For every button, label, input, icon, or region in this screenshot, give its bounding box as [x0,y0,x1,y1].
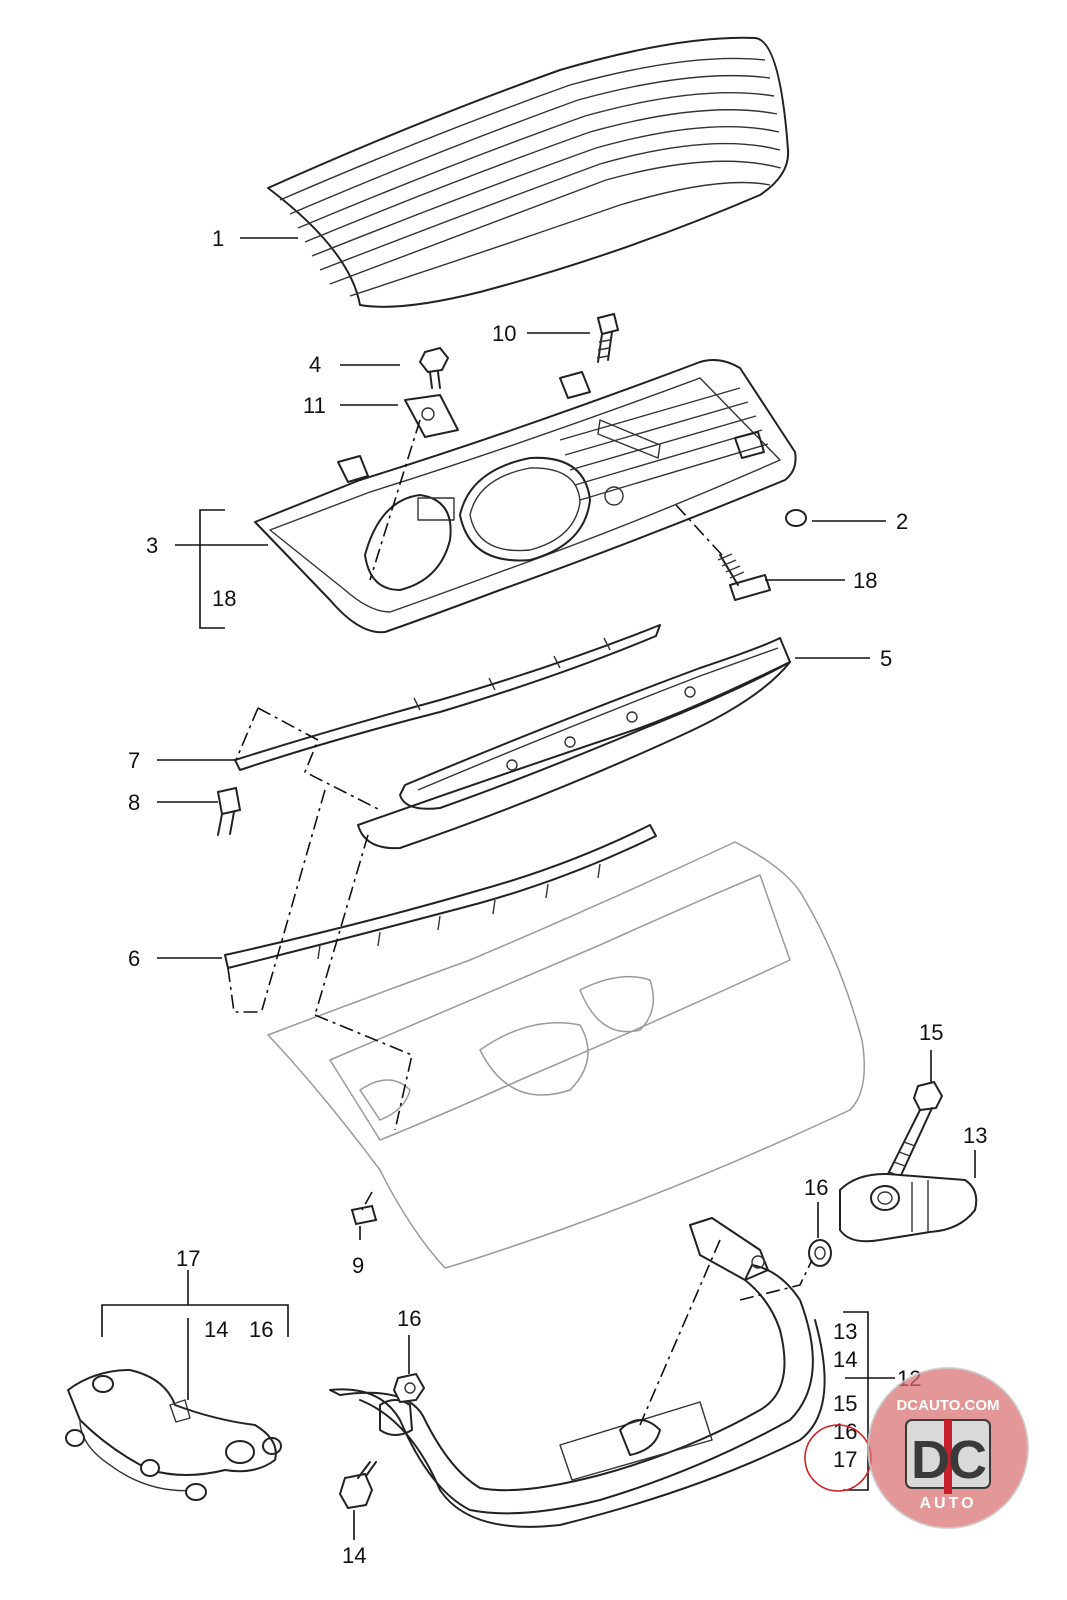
part-10-screw [596,312,620,363]
label-16-hinge: 16 [249,1317,273,1342]
part-16-nut-middle [392,1372,426,1404]
part-4-bolt [418,346,450,389]
label-13: 13 [963,1123,987,1148]
label-14-hinge: 14 [204,1317,228,1342]
label-2: 2 [896,509,908,534]
label-16-right: 16 [804,1175,828,1200]
leader-lines [101,237,976,1540]
label-15: 15 [919,1020,943,1045]
part-8-clip [216,786,242,836]
label-10: 10 [492,321,516,346]
part-1-grille [267,36,790,308]
label-12-sub-15: 15 [833,1391,857,1416]
part-17-hinge [65,1369,282,1501]
part-7-seal [234,624,661,771]
part-11-washer [404,394,459,438]
label-14-bottom: 14 [342,1543,366,1568]
part-3-frame [254,359,797,634]
label-9: 9 [352,1253,364,1278]
label-5: 5 [880,646,892,671]
label-12-sub-17: 17 [833,1447,857,1472]
logo-monogram: DC [911,1430,986,1490]
label-12-sub-13: 13 [833,1319,857,1344]
label-12-sub-16: 16 [833,1419,857,1444]
part-15-bolt [883,1080,944,1187]
label-11: 11 [303,393,326,418]
callout-labels: 1 2 3 18 4 10 11 18 5 7 8 6 9 15 13 16 1… [128,226,987,1568]
logo-domain: DCAUTO.COM [896,1397,999,1414]
label-17: 17 [176,1246,200,1271]
label-18-frame: 18 [212,586,236,611]
part-16-bushing-right [808,1239,832,1267]
part-18-cable [717,553,771,601]
label-6: 6 [128,946,140,971]
part-12-frame [329,1217,826,1528]
part-2-plug [785,509,807,527]
engine-lid [267,841,865,1269]
label-8: 8 [128,790,140,815]
dcauto-logo: DCAUTO.COM DC AUTO [867,1367,1029,1529]
part-13-motor [839,1173,978,1243]
label-16-middle: 16 [397,1306,421,1331]
part-9-clip [350,1204,378,1226]
part-5-trim [357,637,791,850]
assembly-lines [227,419,813,1426]
label-18-cable: 18 [853,568,877,593]
part-14-bolt-bottom [338,1461,377,1510]
label-12-sub-14: 14 [833,1347,857,1372]
label-1: 1 [212,226,224,251]
label-3: 3 [146,533,158,558]
part-6-strip [224,824,657,969]
logo-word: AUTO [919,1495,976,1512]
label-4: 4 [309,352,321,377]
label-7: 7 [128,748,140,773]
